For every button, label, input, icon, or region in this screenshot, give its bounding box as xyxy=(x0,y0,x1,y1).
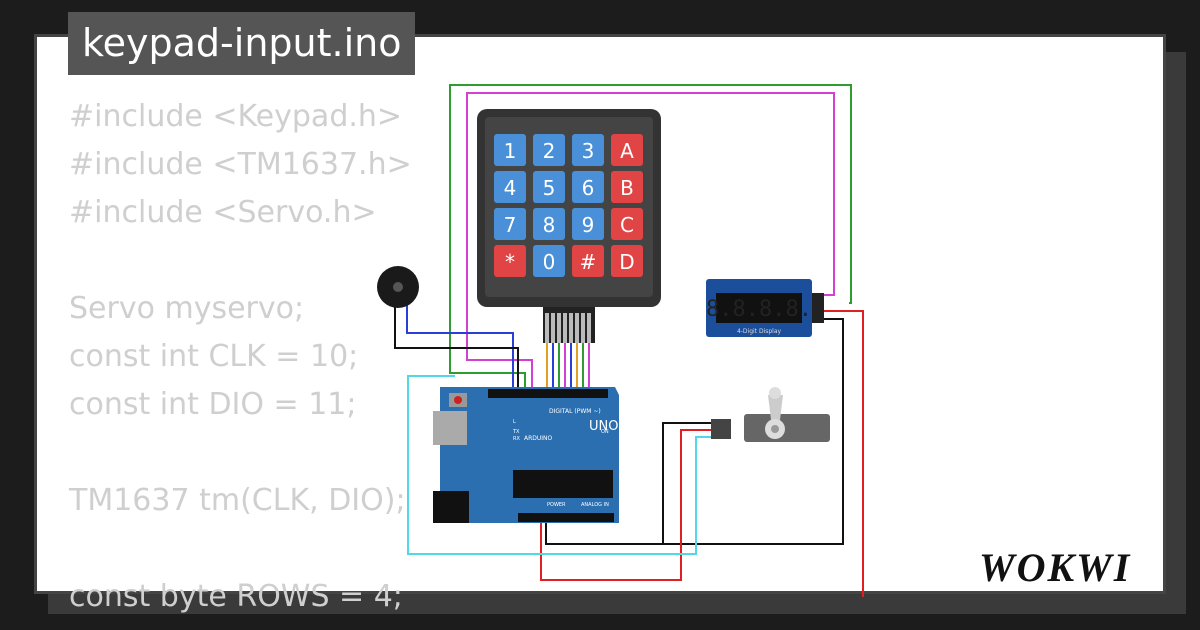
wokwi-wordmark: WOKWI xyxy=(979,545,1131,590)
code-line: #include <TM1637.h> xyxy=(69,147,412,182)
power-header xyxy=(518,513,614,522)
keypad-key[interactable] xyxy=(572,134,604,166)
keypad-key[interactable] xyxy=(572,208,604,240)
code-line: const byte ROWS = 4; xyxy=(69,579,403,614)
uno-label: UNO xyxy=(589,419,618,434)
keypad-key[interactable] xyxy=(572,245,604,277)
code-line: Servo myservo; xyxy=(69,291,305,326)
keypad-key-label: 8 xyxy=(543,213,556,237)
keypad-keys: 1 2 3 A 4 5 6 B 7 8 9 C * 0 # D xyxy=(494,134,643,277)
display-digits: 8.8.8.8. xyxy=(706,297,812,322)
wire-green xyxy=(449,84,852,388)
code-line: #include <Keypad.h> xyxy=(69,99,403,134)
svg-text:RX: RX xyxy=(513,436,520,442)
project-title: keypad-input.ino xyxy=(68,12,416,75)
keypad-key[interactable] xyxy=(494,171,526,203)
keypad-key-label: 5 xyxy=(543,176,556,200)
wire-red-display xyxy=(823,310,864,597)
keypad-key[interactable] xyxy=(611,171,643,203)
keypad-key[interactable] xyxy=(611,208,643,240)
keypad-key[interactable] xyxy=(611,245,643,277)
wire-cyan-servo xyxy=(407,375,713,555)
keypad-key-label: B xyxy=(620,176,634,200)
svg-text:ANALOG IN: ANALOG IN xyxy=(581,502,609,508)
keypad-key-label: 6 xyxy=(582,176,595,200)
usb-port xyxy=(433,411,467,445)
keypad-key[interactable] xyxy=(533,171,565,203)
keypad-key-label: 4 xyxy=(504,176,517,200)
power-jack xyxy=(433,491,469,523)
svg-text:TX: TX xyxy=(512,429,520,435)
display-label: 4-Digit Display xyxy=(737,328,782,335)
microcontroller-chip xyxy=(513,470,613,498)
keypad-key-label: 1 xyxy=(504,139,517,163)
digital-header xyxy=(488,389,608,398)
keypad-key-label: 3 xyxy=(582,139,595,163)
code-line: #include <Servo.h> xyxy=(69,195,377,230)
code-preview: #include <Keypad.h> #include <TM1637.h> … xyxy=(69,93,412,621)
keypad-key-label: 2 xyxy=(543,139,556,163)
wire-magenta xyxy=(466,92,835,388)
keypad-key-label: D xyxy=(619,250,634,274)
keypad-key-label: 9 xyxy=(582,213,595,237)
keypad-key[interactable] xyxy=(533,245,565,277)
svg-text:ON: ON xyxy=(601,429,609,435)
wire-black-display xyxy=(545,318,844,545)
wire-blue xyxy=(406,303,514,388)
code-line: TM1637 tm(CLK, DIO); xyxy=(69,483,406,518)
servo-connector xyxy=(711,419,731,439)
project-card[interactable]: #include <Keypad.h> #include <TM1637.h> … xyxy=(34,34,1166,614)
code-line: const int DIO = 11; xyxy=(69,387,357,422)
circuit-diagram: 1 2 3 A 4 5 6 B 7 8 9 C * 0 # D 8.8.8.8. 4-Digit Displa… xyxy=(377,84,864,597)
wire-black-buzzer xyxy=(394,303,519,388)
keypad-key[interactable] xyxy=(494,134,526,166)
wire-black-servo xyxy=(662,422,713,544)
keypad-key-label: 0 xyxy=(543,250,556,274)
keypad-key-label: * xyxy=(505,250,515,274)
digital-label: DIGITAL (PWM ~) xyxy=(549,408,601,415)
arduino-label: ARDUINO xyxy=(524,435,553,442)
keypad-key[interactable] xyxy=(572,171,604,203)
wokwi-logo[interactable]: WOKWI xyxy=(979,525,1189,609)
keypad-key[interactable] xyxy=(533,134,565,166)
keypad-key-label: A xyxy=(620,139,634,163)
keypad-key-label: 7 xyxy=(504,213,517,237)
wire-red-servo xyxy=(540,429,713,581)
keypad-key-label: C xyxy=(620,213,634,237)
keypad-key[interactable] xyxy=(611,134,643,166)
servo-motor xyxy=(744,414,830,442)
svg-text:POWER: POWER xyxy=(547,502,566,508)
keypad-key[interactable] xyxy=(494,208,526,240)
code-line: const int CLK = 10; xyxy=(69,339,359,374)
svg-text:L: L xyxy=(513,419,516,425)
keypad-key[interactable] xyxy=(533,208,565,240)
keypad-key[interactable] xyxy=(494,245,526,277)
keypad-key-label: # xyxy=(580,250,597,274)
